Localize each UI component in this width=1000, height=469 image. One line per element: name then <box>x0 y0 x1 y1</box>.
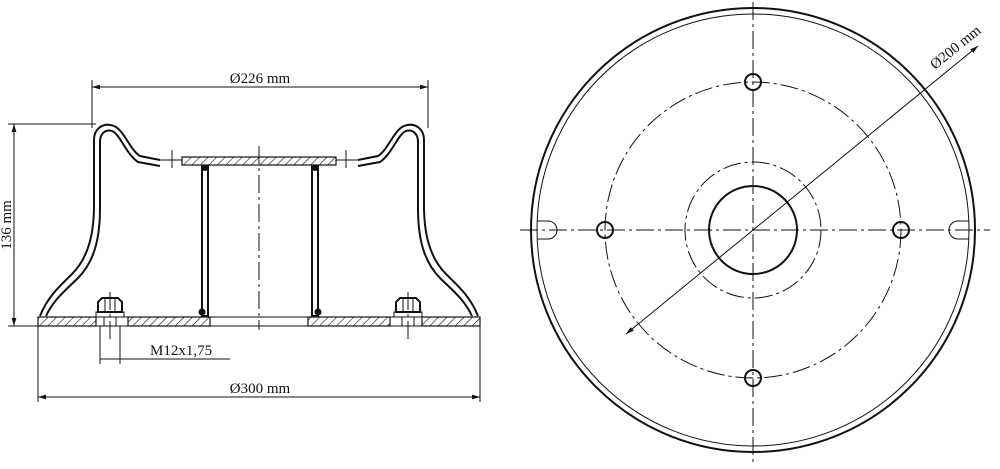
flared-shell <box>39 123 479 317</box>
center-tube <box>198 165 322 317</box>
thread-label: M12x1,75 <box>150 343 212 359</box>
thread-dimension: M12x1,75 <box>99 326 230 364</box>
height-dimension: 136 mm <box>0 123 96 327</box>
height-label: 136 mm <box>0 200 15 250</box>
base-diameter-label: Ø300 mm <box>230 381 291 397</box>
top-diameter-label: Ø226 mm <box>230 71 291 87</box>
top-diameter-dimension: Ø226 mm <box>91 71 429 128</box>
left-bolt <box>95 297 125 326</box>
side-view: Ø226 mm 136 mm M12x1,75 Ø300 mm <box>0 71 481 402</box>
base-diameter-dimension: Ø300 mm <box>37 326 481 402</box>
top-view: Ø200 mm <box>520 2 990 466</box>
bolt-circle-dimension: Ø200 mm <box>625 22 985 335</box>
